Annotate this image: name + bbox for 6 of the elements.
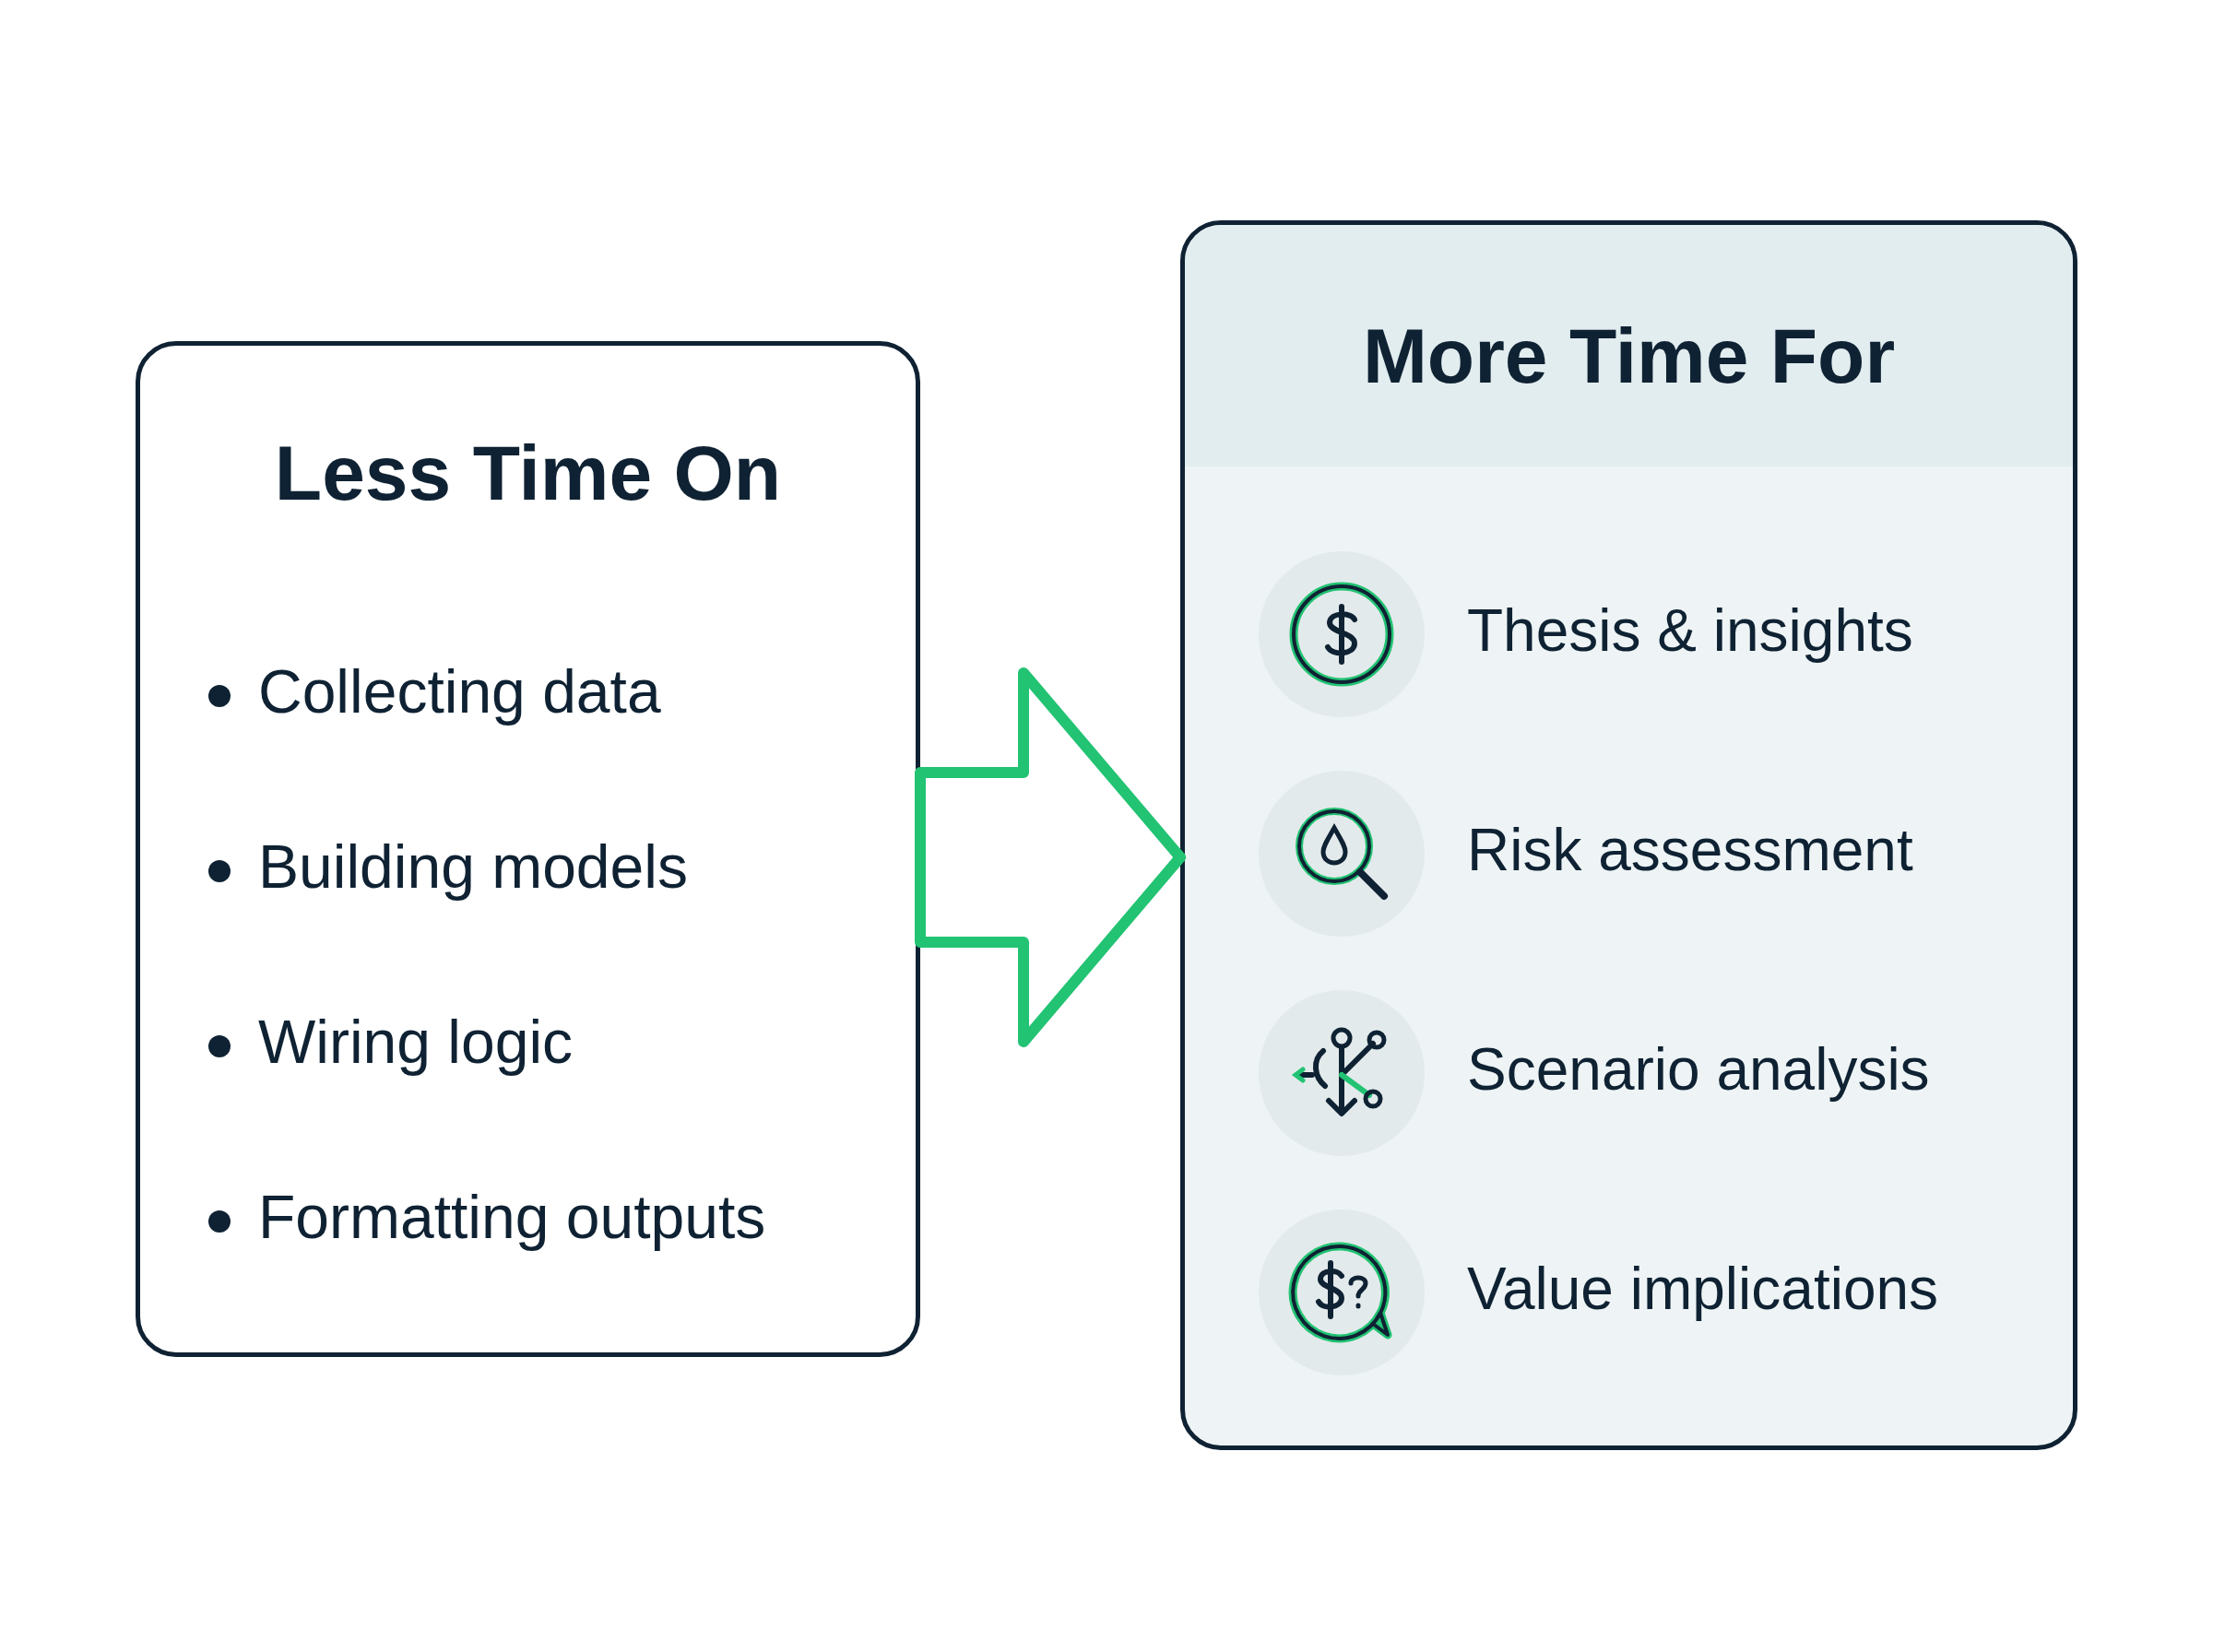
rounded-panel	[1180, 220, 2077, 1450]
list-item: Risk assessment	[1467, 820, 1913, 879]
panel-heading: Less Time On	[273, 434, 783, 512]
block-arrow	[915, 667, 1186, 1047]
rounded-panel	[136, 341, 920, 1357]
panel-heading: More Time For	[1361, 317, 1897, 395]
